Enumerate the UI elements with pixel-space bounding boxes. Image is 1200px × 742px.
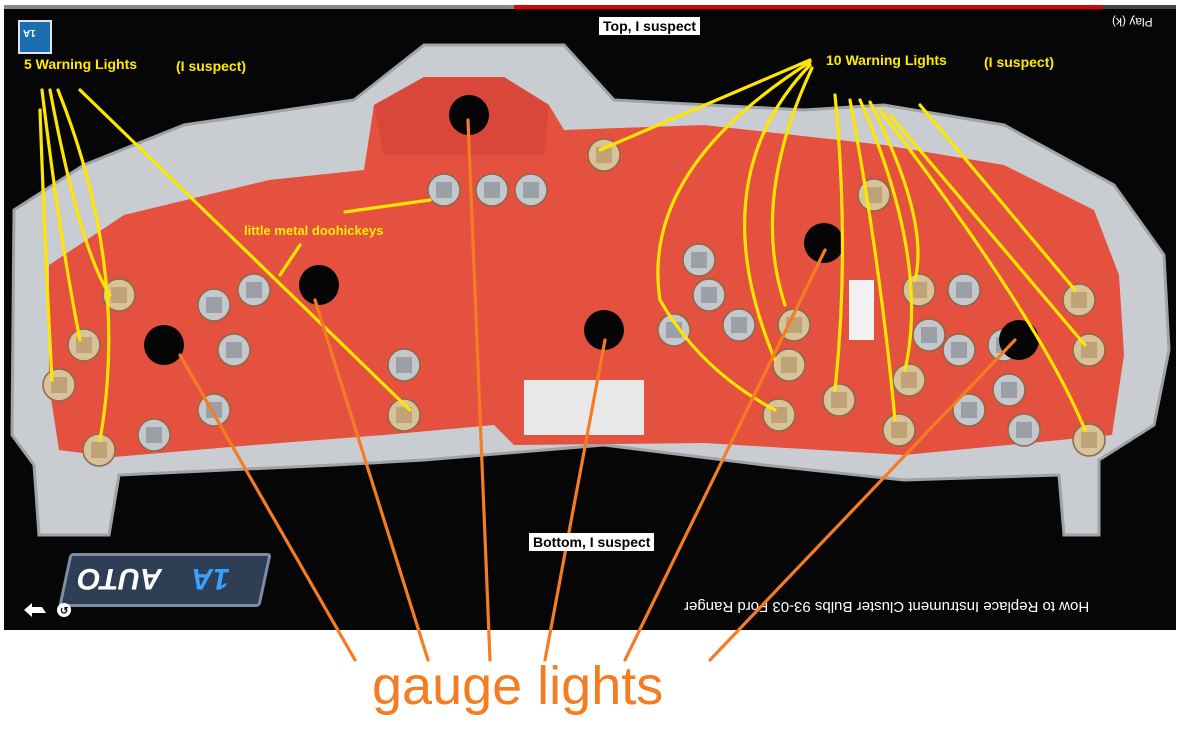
warning-bulb-socket [892, 363, 926, 397]
warning-bulb-socket [882, 413, 916, 447]
metal-clip [514, 173, 548, 207]
metal-clip [237, 273, 271, 307]
label-five-warning: 5 Warning Lights [24, 56, 138, 72]
share-icon[interactable] [24, 603, 46, 617]
gauge-hole [584, 310, 624, 350]
metal-clip [722, 308, 756, 342]
progress-bar[interactable] [4, 5, 1176, 9]
metal-clip [692, 278, 726, 312]
progress-loaded [4, 5, 514, 9]
metal-clip [137, 418, 171, 452]
label-ten-warning-suspect: (I suspect) [984, 54, 1055, 70]
player-controls: ↺ [24, 603, 71, 617]
metal-clip [942, 333, 976, 367]
label-doohickeys: little metal doohickeys [244, 223, 384, 238]
metal-clip [992, 373, 1026, 407]
label-five-warning-suspect: (I suspect) [176, 58, 247, 74]
metal-clip [475, 173, 509, 207]
metal-clip [427, 173, 461, 207]
gauge-hole [999, 320, 1039, 360]
metal-clip [682, 243, 716, 277]
gauge-hole [449, 95, 489, 135]
metal-clip [217, 333, 251, 367]
warning-bulb-socket [822, 383, 856, 417]
warning-bulb-socket [1062, 283, 1096, 317]
label-bottom-suspect: Bottom, I suspect [529, 533, 655, 551]
label-ten-warning: 10 Warning Lights [826, 52, 947, 68]
gauge-hole [804, 223, 844, 263]
metal-clip [1007, 413, 1041, 447]
warning-bulb-socket [102, 278, 136, 312]
warning-bulb-socket [82, 433, 116, 467]
label-top-suspect: Top, I suspect [599, 17, 701, 35]
metal-clip [387, 348, 421, 382]
warning-bulb-socket [1072, 423, 1106, 457]
gauge-hole [144, 325, 184, 365]
gauge-hole [299, 265, 339, 305]
warning-bulb-socket [772, 348, 806, 382]
metal-clip [657, 313, 691, 347]
metal-clip [912, 318, 946, 352]
video-player[interactable]: 1A AUTO 1A How to Replace Instrument Clu… [4, 5, 1176, 630]
gauge-holes [144, 95, 1039, 365]
metal-clip [952, 393, 986, 427]
warning-bulb-socket [387, 398, 421, 432]
metal-clip [197, 288, 231, 322]
warning-bulb-socket [587, 138, 621, 172]
logo-1a-auto-top: 1A [18, 20, 52, 54]
metal-clip [947, 273, 981, 307]
watch-later-icon[interactable] [57, 603, 71, 617]
progress-played [513, 5, 1104, 9]
clock-glyph: ↺ [60, 606, 68, 617]
label-gauge-lights: gauge lights [372, 656, 664, 716]
